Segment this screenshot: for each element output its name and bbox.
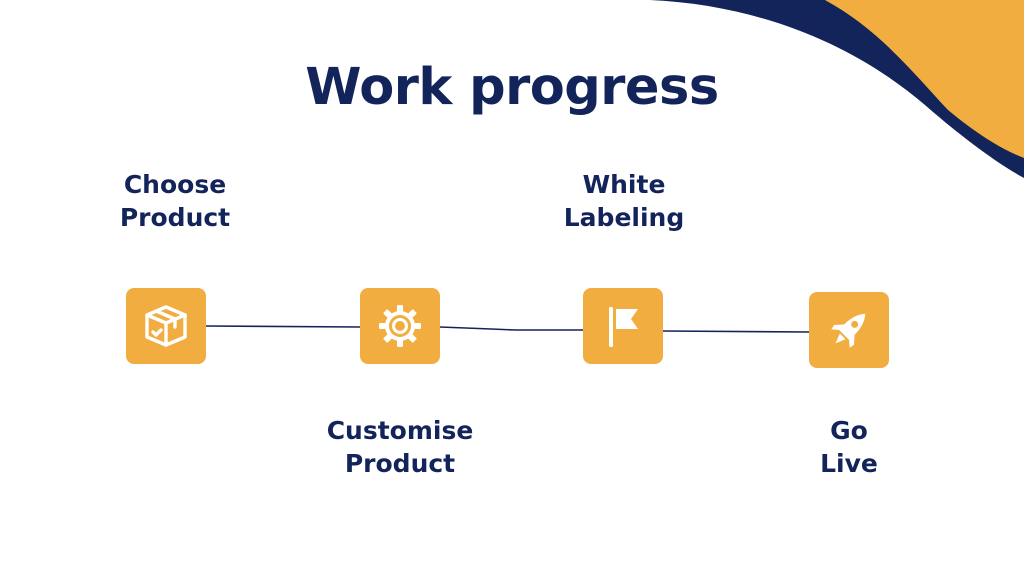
step-label-line: Customise bbox=[326, 416, 474, 445]
gear-icon bbox=[379, 305, 421, 347]
step-label-line: Product bbox=[119, 203, 231, 232]
step-label-line: Product bbox=[344, 449, 456, 478]
rocket-icon bbox=[831, 313, 866, 348]
step-label-line: Live bbox=[820, 449, 878, 478]
step-icon-go-live bbox=[809, 292, 889, 368]
step-label-customise-product: Customise Product bbox=[305, 414, 495, 480]
step-label-line: White bbox=[582, 170, 666, 199]
step-label-white-labeling: White Labeling bbox=[544, 168, 704, 234]
connector-line-2 bbox=[439, 326, 583, 331]
connector-line-3 bbox=[662, 330, 810, 333]
connector-line-1 bbox=[205, 325, 361, 328]
flag-icon bbox=[609, 307, 638, 347]
step-icon-customise-product bbox=[360, 288, 440, 364]
step-label-line: Choose bbox=[123, 170, 227, 199]
step-label-choose-product: Choose Product bbox=[95, 168, 255, 234]
step-label-line: Go bbox=[830, 416, 868, 445]
box-icon bbox=[145, 305, 187, 347]
step-label-line: Labeling bbox=[563, 203, 685, 232]
step-icon-choose-product bbox=[126, 288, 206, 364]
step-icon-white-labeling bbox=[583, 288, 663, 364]
page-title: Work progress bbox=[305, 58, 719, 117]
step-label-go-live: Go Live bbox=[789, 414, 909, 480]
